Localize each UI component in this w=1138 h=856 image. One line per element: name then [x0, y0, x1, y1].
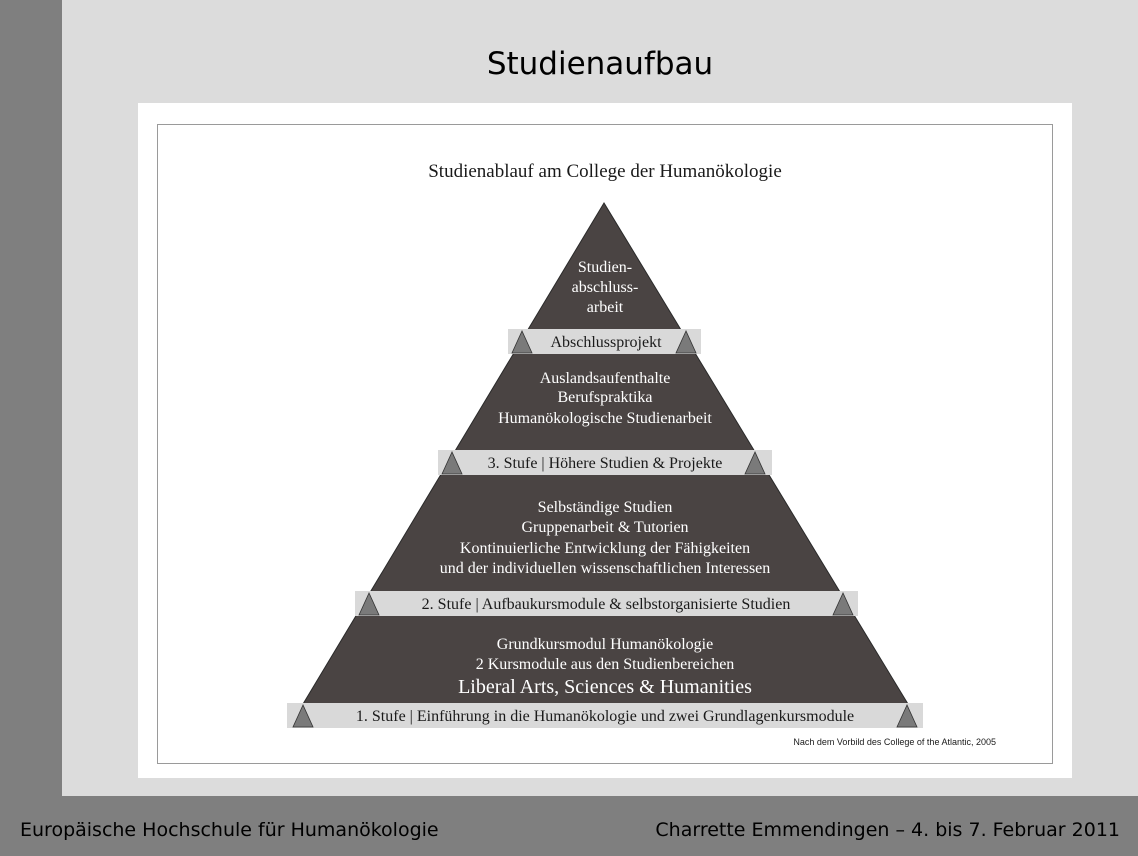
tier-line: Berufspraktika: [557, 389, 652, 406]
band-label: 2. Stufe | Aufbaukursmodule & selbstorga…: [422, 596, 791, 613]
source-note: Nach dem Vorbild des College of the Atla…: [793, 737, 996, 747]
band-background: [355, 591, 858, 616]
tier-line: Studien-: [578, 259, 632, 276]
band-stufe-2: 2. Stufe | Aufbaukursmodule & selbstorga…: [355, 591, 858, 616]
tier-line: Grundkursmodul Humanökologie: [497, 636, 713, 653]
tier-line: Kontinuierliche Entwicklung der Fähigkei…: [460, 540, 750, 557]
band-background: [287, 703, 923, 728]
tier-3: Auslandsaufenthalte Berufspraktika Human…: [498, 370, 712, 427]
triangle-marker-icon: [511, 330, 533, 354]
triangle-marker-icon: [896, 704, 918, 728]
figure-border: [157, 124, 1053, 764]
band-abschlussprojekt: Abschlussprojekt: [508, 329, 701, 354]
band-background: [508, 329, 701, 354]
triangle-marker-icon: [441, 451, 463, 475]
tier-line: abschluss-: [572, 279, 639, 296]
tier-line: arbeit: [587, 299, 624, 316]
triangle-marker-icon: [292, 704, 314, 728]
slide-title: Studienaufbau: [486, 46, 714, 82]
tier-line: 2 Kursmodule aus den Studienbereichen: [476, 656, 735, 673]
band-label: 3. Stufe | Höhere Studien & Projekte: [488, 455, 723, 472]
tier-apex: Studien- abschluss- arbeit: [572, 259, 639, 316]
tier-2: Selbständige Studien Gruppenarbeit & Tut…: [440, 499, 771, 577]
tier-line: Selbständige Studien: [538, 499, 673, 516]
figure-heading: Studienablauf am College der Humanökolog…: [428, 161, 782, 182]
tier-1: Grundkursmodul Humanökologie 2 Kursmodul…: [458, 636, 752, 698]
band-background: [438, 450, 772, 475]
footer-institution: Europäische Hochschule für Humanökologie: [20, 819, 439, 841]
footer-bar: [0, 796, 1138, 856]
band-label: 1. Stufe | Einführung in die Humanökolog…: [356, 708, 854, 725]
left-sidebar-bar: [0, 0, 62, 796]
band-stufe-3: 3. Stufe | Höhere Studien & Projekte: [438, 450, 772, 475]
triangle-marker-icon: [675, 330, 697, 354]
footer-event: Charrette Emmendingen – 4. bis 7. Februa…: [655, 819, 1120, 841]
band-stufe-1: 1. Stufe | Einführung in die Humanökolog…: [287, 703, 923, 728]
triangle-marker-icon: [358, 592, 380, 616]
study-structure-figure: Studienablauf am College der Humanökolog…: [138, 103, 1072, 778]
tier-line: Auslandsaufenthalte: [540, 370, 671, 387]
tier-line: Gruppenarbeit & Tutorien: [521, 519, 688, 536]
triangle-marker-icon: [744, 451, 766, 475]
triangle-marker-icon: [832, 592, 854, 616]
tier-line: Humanökologische Studienarbeit: [498, 410, 712, 427]
band-label: Abschlussprojekt: [550, 334, 662, 351]
tier-emphasis: Liberal Arts, Sciences & Humanities: [458, 676, 752, 698]
tier-line: und der individuellen wissenschaftlichen…: [440, 560, 771, 577]
